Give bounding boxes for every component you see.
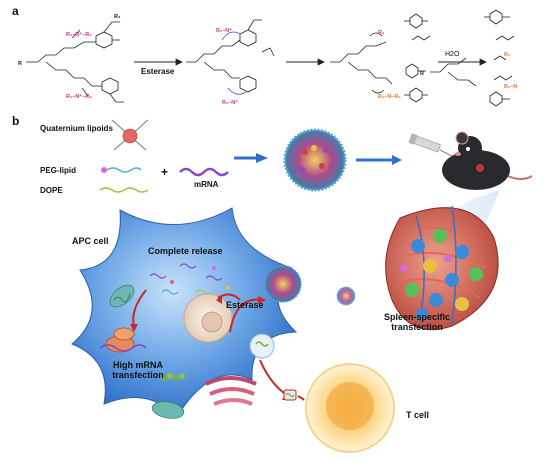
svg-text:R₁–N: R₁–N (504, 84, 517, 90)
legend-peg-label: PEG-lipid (40, 166, 76, 175)
legend-mrna-label: mRNA (194, 180, 219, 189)
side-products-1 (404, 13, 431, 103)
water-label: H2O (445, 51, 460, 58)
lnp-small (336, 286, 356, 306)
t-cell-label: T cell (406, 410, 430, 420)
peg-lipid-icon (101, 167, 142, 173)
dope-icon (99, 187, 149, 193)
svg-text:R₁–N⁺–R₂: R₁–N⁺–R₂ (66, 93, 92, 100)
surface-antigen (283, 389, 297, 401)
final-products (484, 9, 515, 107)
esterase-arrow-label: Esterase (141, 67, 175, 76)
protein-vesicle (249, 333, 275, 359)
mitochondrion (109, 284, 135, 308)
spleen-transfection-label: Spleen-specific transfection (383, 312, 451, 332)
panel-a-label: a (12, 4, 19, 18)
mitochondrion (151, 401, 185, 419)
svg-text:R₁: R₁ (378, 30, 385, 36)
high-mrna-transfection-label: High mRNA transfection (112, 360, 164, 380)
mrna-icon (179, 167, 229, 177)
apc-cell (71, 207, 298, 419)
formulation-arrowhead (256, 153, 268, 163)
legend-graphics: + (99, 119, 256, 193)
expressed-protein (161, 373, 185, 381)
svg-text:R₁–N–R₂: R₁–N–R₂ (378, 94, 401, 100)
svg-text:R₂: R₂ (504, 52, 511, 58)
presentation-arrow (297, 395, 305, 401)
legend-dope-label: DOPE (40, 186, 63, 195)
ribosome (99, 327, 147, 353)
lnp-entering (264, 265, 302, 303)
mouse (442, 131, 533, 190)
panel-b-label: b (12, 114, 20, 128)
esterase-label: Esterase (226, 300, 264, 310)
parent-lipid-structure (26, 21, 124, 103)
nucleus (183, 293, 233, 343)
lipid-nanoparticle (283, 128, 347, 192)
product-acid-structure (430, 57, 477, 87)
svg-text:R: R (18, 61, 22, 67)
t-cell (305, 363, 395, 453)
plus-sign: + (161, 165, 168, 179)
released-mrna (149, 263, 230, 295)
golgi-apparatus (205, 376, 257, 406)
syringe (408, 133, 453, 157)
apc-cell-label: APC cell (72, 236, 109, 246)
svg-text:R₃: R₃ (114, 14, 121, 20)
svg-text:R₁–N⁺: R₁–N⁺ (216, 27, 232, 34)
complete-release-label: Complete release (148, 246, 223, 256)
quaternium-lipid-icon (111, 119, 149, 151)
reaction-scheme: R₁–N⁺–R₂ R₁–N⁺–R₂ R₃ R₁–N⁺ R₁–N⁺ R₁ R₁–N… (18, 9, 517, 107)
svg-text:R₁–N⁺–R₂: R₁–N⁺–R₂ (66, 31, 92, 38)
svg-text:R₁–N⁺: R₁–N⁺ (222, 99, 238, 106)
svg-text:R: R (420, 71, 424, 77)
hydrolysis-intermediate (330, 32, 393, 94)
legend-quaternium-label: Quaternium lipoids (40, 124, 113, 133)
spleen-immune-cells (400, 229, 483, 320)
intermediate-structure (186, 19, 275, 95)
